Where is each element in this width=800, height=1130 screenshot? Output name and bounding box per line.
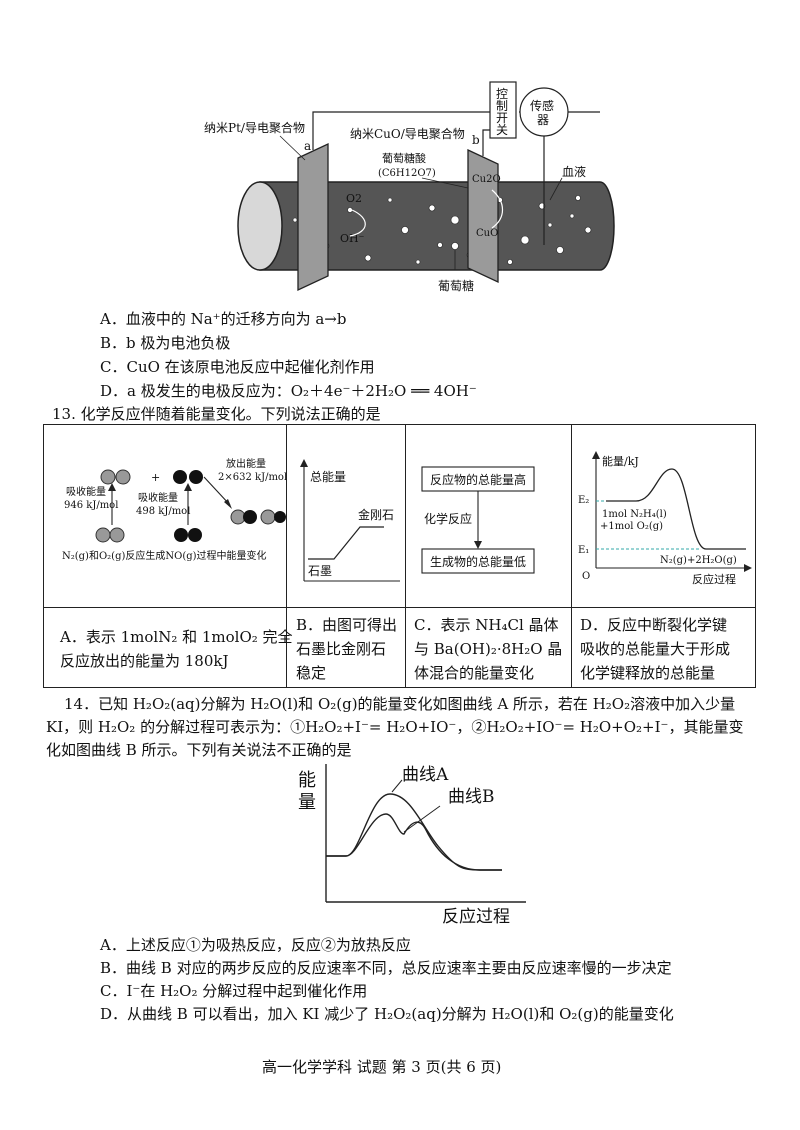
svg-text:E₁: E₁ bbox=[578, 545, 589, 556]
q13-option-c-line3: 体混合的能量变化 bbox=[414, 664, 535, 682]
svg-text:化学反应: 化学反应 bbox=[424, 511, 472, 526]
svg-text:E₂: E₂ bbox=[578, 495, 589, 506]
gluconic-label: 葡萄糖酸 bbox=[382, 151, 426, 165]
svg-text:金刚石: 金刚石 bbox=[358, 507, 394, 522]
q14-option-c: C．I⁻在 H₂O₂ 分解过程中起到催化作用 bbox=[100, 982, 368, 1000]
q13-fig-c: 反应物的总能量高 化学反应 生成物的总能量低 bbox=[421, 466, 535, 574]
q13-table: + 吸收能量 946 kJ/mol 吸收能量 498 kJ/mol 放出能量 2… bbox=[43, 424, 756, 688]
q13-fig-d: 能量/kJ E₂ E₁ O 1mol N₂H₄(l) +1mol O₂(g) N… bbox=[578, 451, 752, 586]
switch-char-1: 控 bbox=[496, 87, 508, 101]
cu2o-label: Cu2O bbox=[472, 174, 501, 185]
svg-text:498 kJ/mol: 498 kJ/mol bbox=[136, 506, 190, 517]
q13-option-d-line2: 吸收的总能量大于形成 bbox=[580, 640, 731, 658]
q14-option-a: A．上述反应①为吸热反应，反应②为放热反应 bbox=[100, 936, 411, 954]
svg-text:反应物的总能量高: 反应物的总能量高 bbox=[430, 472, 526, 487]
q12-option-b: B．b 极为电池负极 bbox=[100, 334, 231, 352]
q14-curve-b-label: 曲线B bbox=[448, 787, 495, 807]
svg-text:吸收能量: 吸收能量 bbox=[138, 491, 178, 504]
right-electrode-label: 纳米CuO/导电聚合物 bbox=[350, 126, 465, 141]
q13-option-c-line1: C．表示 NH₄Cl 晶体 bbox=[414, 616, 559, 634]
svg-text:总能量: 总能量 bbox=[310, 470, 346, 484]
q13-fig-a-caption: N₂(g)和O₂(g)反应生成NO(g)过程中能量变化 bbox=[62, 549, 267, 562]
svg-text:放出能量: 放出能量 bbox=[226, 457, 266, 470]
svg-text:+: + bbox=[151, 471, 160, 484]
q13-option-d-line3: 化学键释放的总能量 bbox=[580, 664, 716, 682]
q13-option-d-line1: D．反应中断裂化学键 bbox=[580, 616, 728, 634]
svg-text:反应过程: 反应过程 bbox=[692, 572, 736, 586]
svg-text:生成物的总能量低: 生成物的总能量低 bbox=[430, 554, 526, 569]
q14-option-b: B．曲线 B 对应的两步反应的反应速率不同，总反应速率主要由反应速率慢的一步决定 bbox=[100, 959, 672, 977]
o2-label: O2 bbox=[346, 192, 362, 205]
q12-option-a: A．血液中的 Na⁺的迁移方向为 a→b bbox=[100, 310, 347, 328]
q13-fig-a: + 吸收能量 946 kJ/mol 吸收能量 498 kJ/mol 放出能量 2… bbox=[62, 457, 287, 562]
q14-option-d: D．从曲线 B 可以看出，加入 KI 减少了 H₂O₂(aq)分解为 H₂O(l… bbox=[100, 1005, 674, 1023]
svg-text:+1mol O₂(g): +1mol O₂(g) bbox=[600, 521, 663, 532]
q13-option-b-line3: 稳定 bbox=[296, 664, 327, 682]
q13-option-c-line2: 与 Ba(OH)₂·8H₂O 晶 bbox=[414, 640, 563, 658]
q13-fig-b: 总能量 金刚石 石墨 bbox=[300, 459, 400, 582]
q12-option-d: D．a 极发生的电极反应为：O₂＋4e⁻＋2H₂O ══ 4OH⁻ bbox=[100, 382, 477, 400]
switch-char-3: 开 bbox=[496, 111, 508, 125]
svg-text:N₂(g)+2H₂O(g): N₂(g)+2H₂O(g) bbox=[660, 555, 737, 566]
blood-label: 血液 bbox=[562, 164, 586, 179]
label-a: a bbox=[304, 139, 311, 153]
switch-char-4: 关 bbox=[496, 123, 508, 137]
q12-option-c: C．CuO 在该原电池反应中起催化剂作用 bbox=[100, 358, 375, 376]
svg-text:O: O bbox=[582, 571, 590, 582]
label-b: b bbox=[472, 133, 480, 147]
q14-ylabel-1: 能 bbox=[298, 770, 316, 791]
q14-stem-line3: 化如图曲线 B 所示。下列有关说法不正确的是 bbox=[46, 741, 352, 759]
q12-cell-diagram: 控 制 开 关 传感 器 纳米Pt/导电聚合物 a 纳米CuO/导电聚合物 b … bbox=[204, 81, 615, 293]
q13-stem: 13. 化学反应伴随着能量变化。下列说法正确的是 bbox=[52, 405, 381, 423]
q14-stem-line1: 14．已知 H₂O₂(aq)分解为 H₂O(l)和 O₂(g)的能量变化如图曲线… bbox=[64, 695, 736, 713]
svg-text:946 kJ/mol: 946 kJ/mol bbox=[64, 500, 118, 511]
q14-energy-chart: 能 量 曲线A 曲线B 反应过程 bbox=[298, 764, 526, 927]
sensor-label-2: 器 bbox=[537, 113, 549, 127]
q13-option-b-line2: 石墨比金刚石 bbox=[296, 640, 387, 658]
q13-option-a-line1: A．表示 1molN₂ 和 1molO₂ 完全 bbox=[60, 628, 293, 646]
svg-text:石墨: 石墨 bbox=[308, 564, 332, 578]
q14-stem-line2: KI，则 H₂O₂ 的分解过程可表示为：①H₂O₂+I⁻= H₂O+IO⁻，②H… bbox=[46, 718, 744, 736]
q14-curve-a-label: 曲线A bbox=[402, 765, 449, 785]
switch-char-2: 制 bbox=[496, 99, 508, 113]
svg-text:能量/kJ: 能量/kJ bbox=[602, 454, 639, 468]
page-footer: 高一化学学科 试题 第 3 页(共 6 页) bbox=[262, 1058, 502, 1076]
left-electrode-label: 纳米Pt/导电聚合物 bbox=[204, 120, 305, 135]
q14-xlabel: 反应过程 bbox=[442, 907, 510, 927]
gluconic-formula: (C6H12O7) bbox=[378, 168, 436, 179]
q13-option-a-line2: 反应放出的能量为 180kJ bbox=[60, 652, 229, 670]
svg-text:2×632 kJ/mol: 2×632 kJ/mol bbox=[218, 472, 287, 483]
q13-option-b-line1: B．由图可得出 bbox=[296, 616, 398, 634]
glucose-label: 葡萄糖 bbox=[438, 278, 474, 293]
svg-text:吸收能量: 吸收能量 bbox=[66, 485, 106, 498]
sensor-label-1: 传感 bbox=[530, 98, 554, 113]
svg-text:1mol N₂H₄(l): 1mol N₂H₄(l) bbox=[602, 509, 667, 520]
q14-ylabel-2: 量 bbox=[298, 792, 316, 813]
q14-curve-b bbox=[326, 813, 502, 871]
oh-label: OH⁻ bbox=[340, 232, 365, 245]
cuo-label: CuO bbox=[476, 228, 498, 239]
